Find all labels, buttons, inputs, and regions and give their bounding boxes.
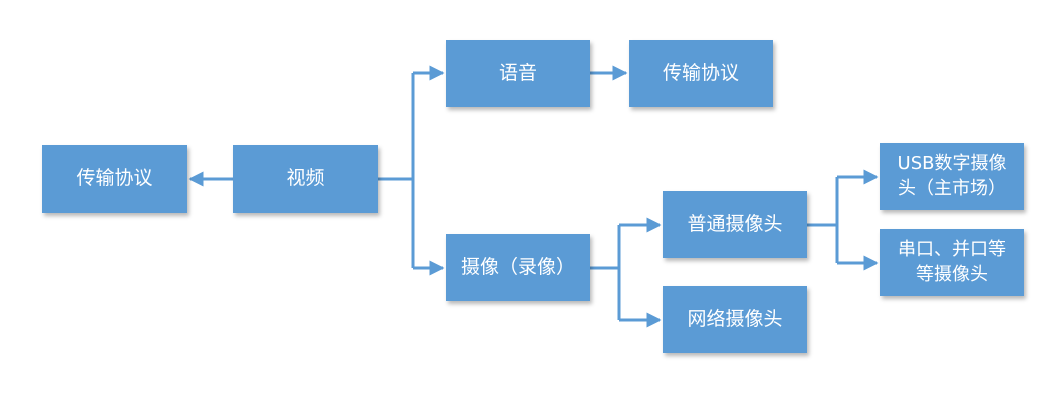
node-video-label: 视频	[286, 167, 325, 190]
node-normal-camera: 普通摄像头	[663, 191, 807, 258]
node-network-camera: 网络摄像头	[663, 286, 807, 353]
node-network-camera-label: 网络摄像头	[687, 307, 783, 330]
node-video-protocol-label: 传输协议	[76, 167, 153, 190]
node-normal-camera-label: 普通摄像头	[687, 212, 783, 235]
node-voice-protocol-label: 传输协议	[662, 61, 739, 84]
node-usb-camera-line-1: USB数字摄像	[897, 153, 1007, 175]
node-serial-camera-line-1: 串口、并口等	[898, 239, 1006, 261]
node-usb-camera: USB数字摄像 头（主市场）	[880, 143, 1024, 210]
node-video: 视频	[233, 145, 378, 213]
node-serial-camera: 串口、并口等 等摄像头	[880, 229, 1024, 296]
node-voice: 语音	[446, 40, 590, 107]
node-voice-protocol: 传输协议	[629, 40, 773, 107]
node-camera-record-label: 摄像（录像）	[460, 255, 575, 278]
node-video-protocol: 传输协议	[42, 145, 187, 213]
node-usb-camera-line-2: 头（主市场）	[897, 177, 1006, 199]
node-camera-record: 摄像（录像）	[446, 234, 590, 301]
node-voice-label: 语音	[498, 61, 537, 84]
node-serial-camera-line-2: 等摄像头	[916, 263, 988, 285]
